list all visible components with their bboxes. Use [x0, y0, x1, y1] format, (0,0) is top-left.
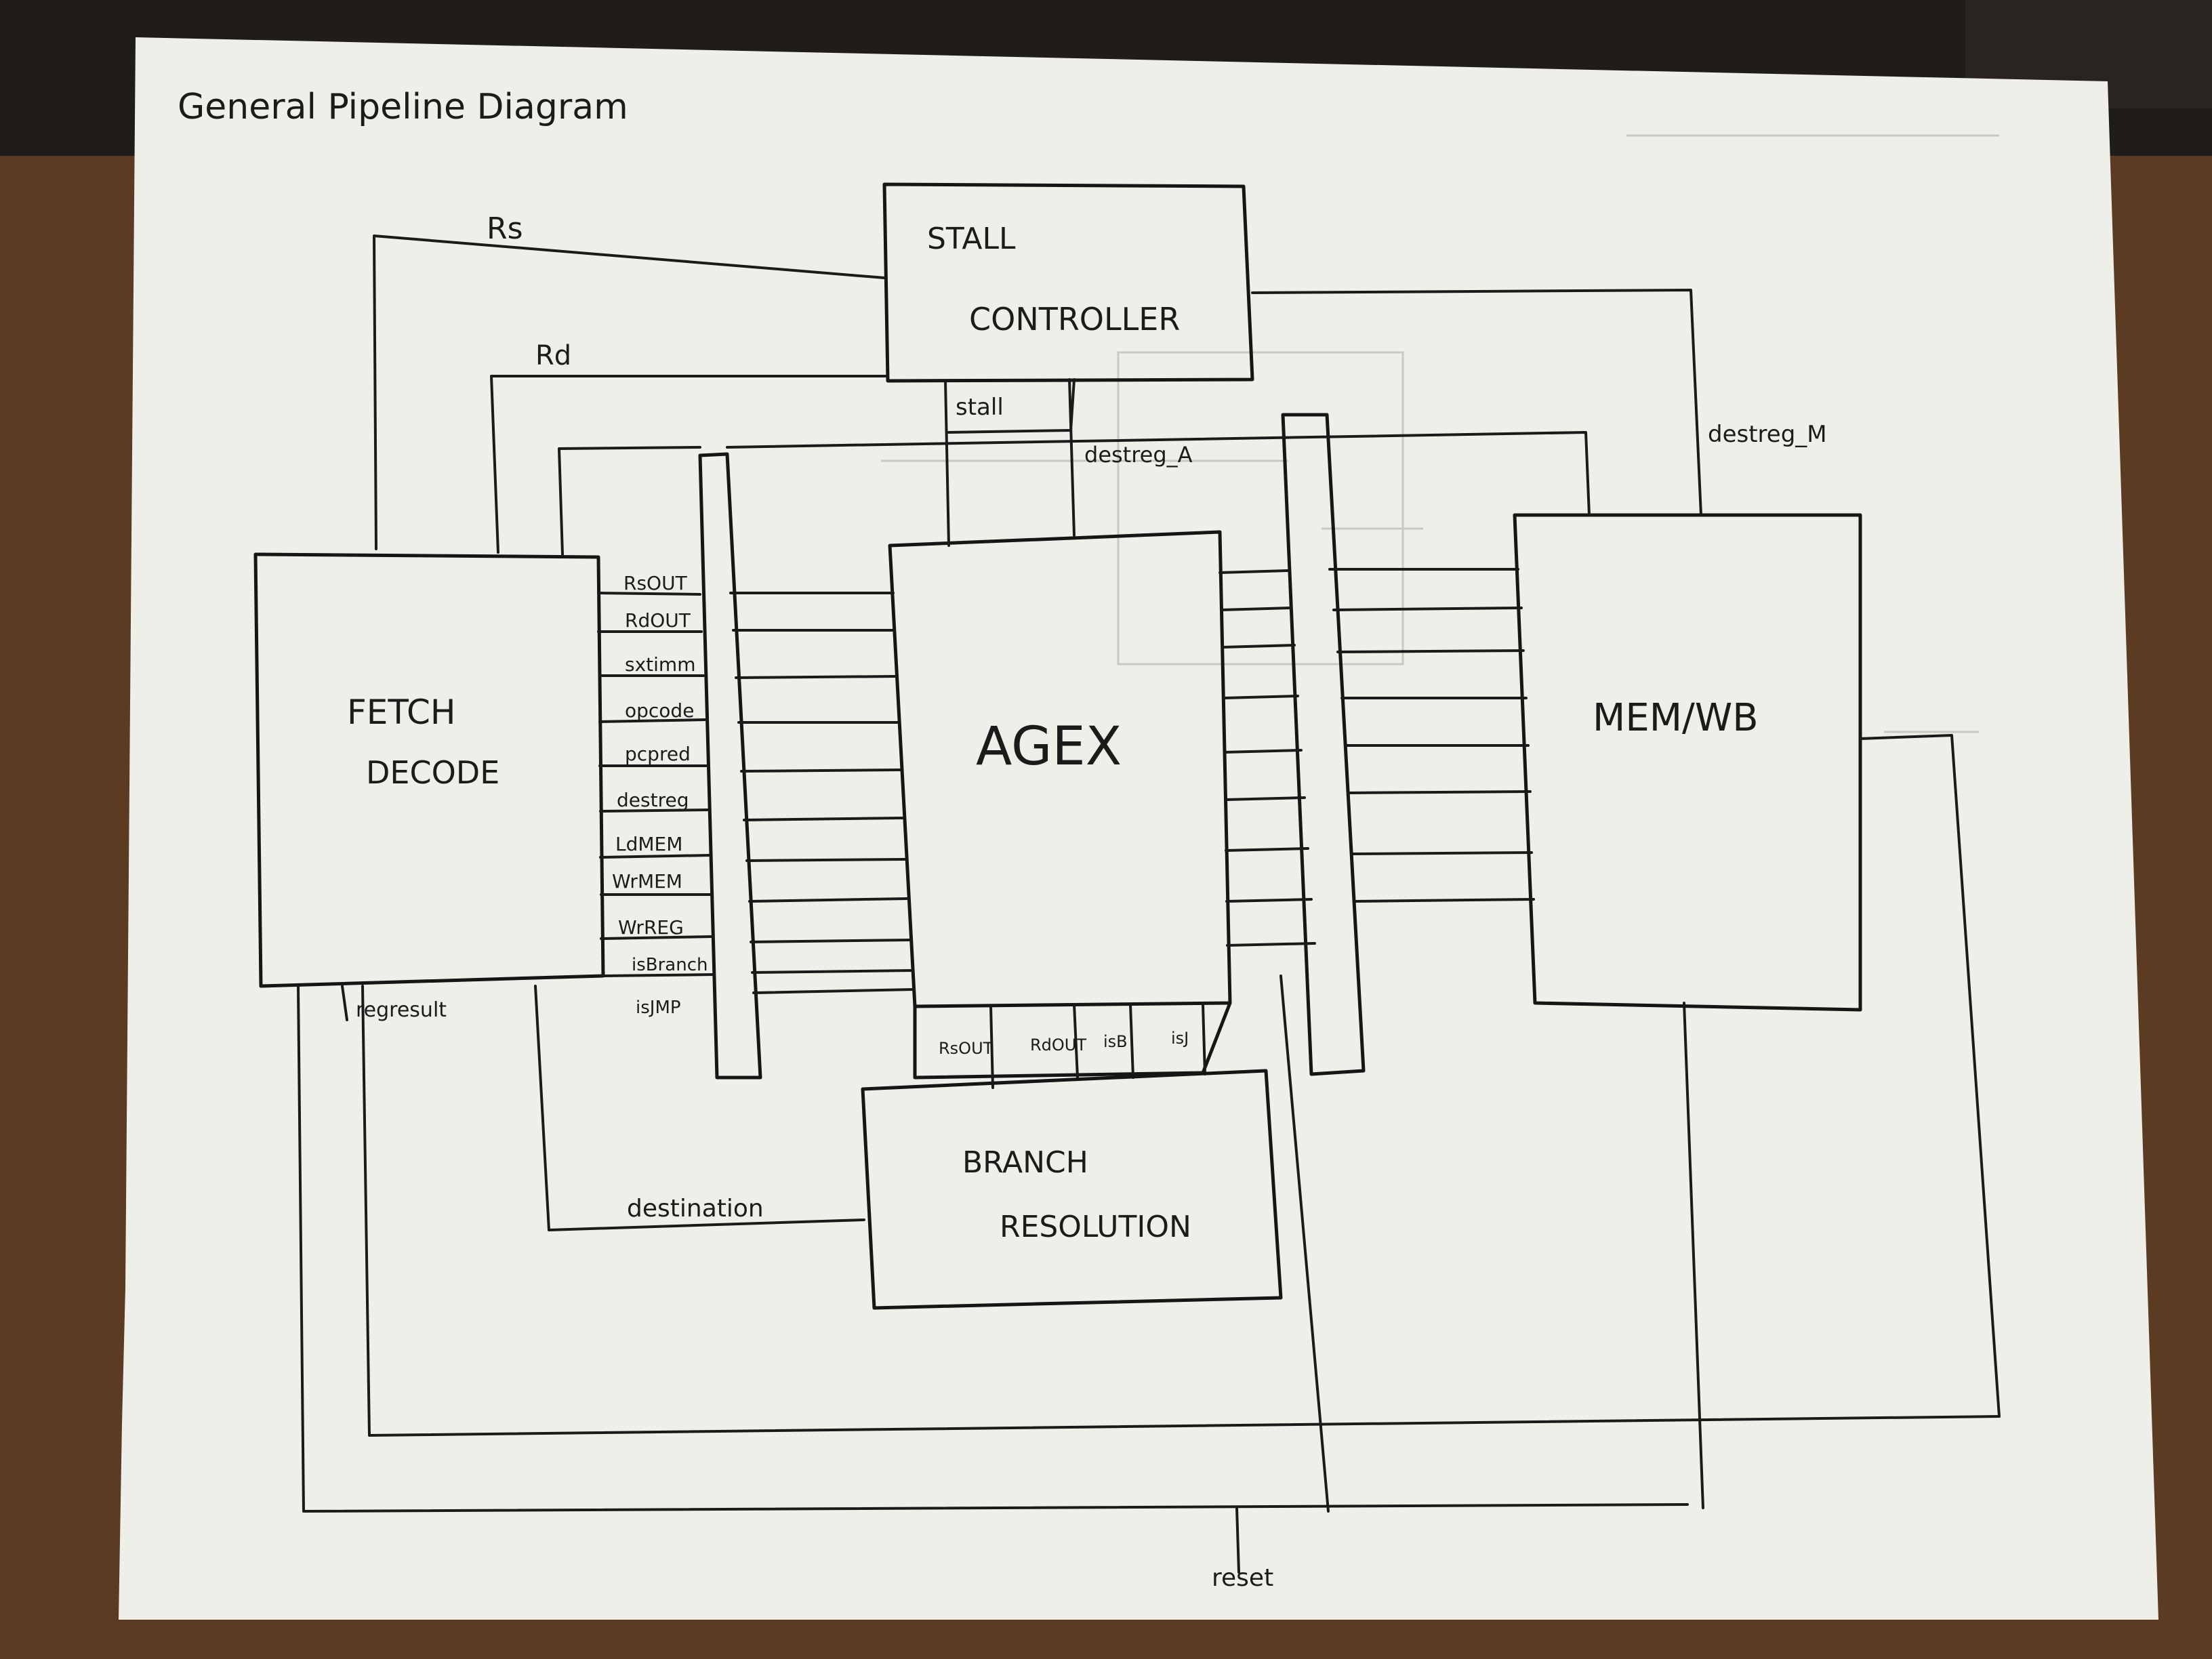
label-pcpred: pcpred — [625, 743, 691, 765]
pipeline-register-2 — [1281, 413, 1366, 1076]
label-rdout: RdOUT — [625, 609, 691, 632]
agex-output-bus — [1218, 569, 1316, 947]
signal-regresult: regresult — [356, 998, 447, 1022]
show-through-marks — [881, 134, 1999, 733]
fetch-decode-label-1: FETCH — [347, 693, 455, 732]
label-wrmem: WrMEM — [612, 870, 682, 893]
wiring — [297, 234, 2001, 1574]
label-isbranch: isBranch — [632, 955, 708, 975]
memwb-input-bus — [1328, 568, 1535, 903]
signal-reset: reset — [1212, 1564, 1273, 1592]
agex-block: AGEX RsOUT RdOUT isB isJ — [888, 530, 1232, 1089]
pipeline-register-1 — [698, 452, 762, 1080]
diagram-title: General Pipeline Diagram — [178, 87, 628, 127]
memwb-block: MEM/WB — [1513, 513, 1862, 1012]
stall-controller-label-2: CONTROLLER — [969, 301, 1180, 337]
label-sxtimm: sxtimm — [625, 653, 695, 676]
signal-labels: Rs Rd stall destreg_A destreg_M regresul… — [356, 211, 1827, 1592]
fetch-decode-label-2: DECODE — [366, 754, 499, 791]
signal-rs: Rs — [487, 211, 523, 246]
label-rsout: RsOUT — [623, 572, 688, 594]
agex-port-rsout: RsOUT — [939, 1039, 994, 1058]
label-isjmp: isJMP — [636, 998, 681, 1018]
agex-port-isb: isB — [1103, 1032, 1128, 1051]
label-destreg: destreg — [617, 789, 689, 811]
memwb-label: MEM/WB — [1593, 696, 1759, 740]
label-wrreg: WrREG — [618, 916, 684, 939]
fetch-output-bus — [597, 592, 716, 977]
signal-stall: stall — [956, 394, 1004, 421]
agex-port-isj: isJ — [1171, 1029, 1189, 1048]
agex-port-rdout: RdOUT — [1030, 1036, 1086, 1054]
branch-resolution-label-1: BRANCH — [962, 1145, 1088, 1180]
agex-input-bus — [729, 592, 915, 994]
stall-controller-block: STALL CONTROLLER — [882, 182, 1254, 383]
signal-destination: destination — [627, 1195, 764, 1223]
stall-controller-label-1: STALL — [927, 222, 1016, 256]
paper-sheet — [119, 37, 2158, 1620]
label-opcode: opcode — [625, 699, 694, 722]
signal-rd: Rd — [535, 340, 571, 371]
branch-resolution-label-2: RESOLUTION — [1000, 1210, 1191, 1244]
signal-destreg-m: destreg_M — [1708, 421, 1827, 448]
label-ldmem: LdMEM — [615, 833, 682, 855]
agex-label: AGEX — [976, 716, 1122, 777]
signal-destreg-a: destreg_A — [1084, 442, 1193, 468]
fetch-output-labels: RsOUT RdOUT sxtimm opcode pcpred destreg… — [612, 572, 708, 1018]
branch-resolution-block: BRANCH RESOLUTION — [861, 1069, 1283, 1310]
